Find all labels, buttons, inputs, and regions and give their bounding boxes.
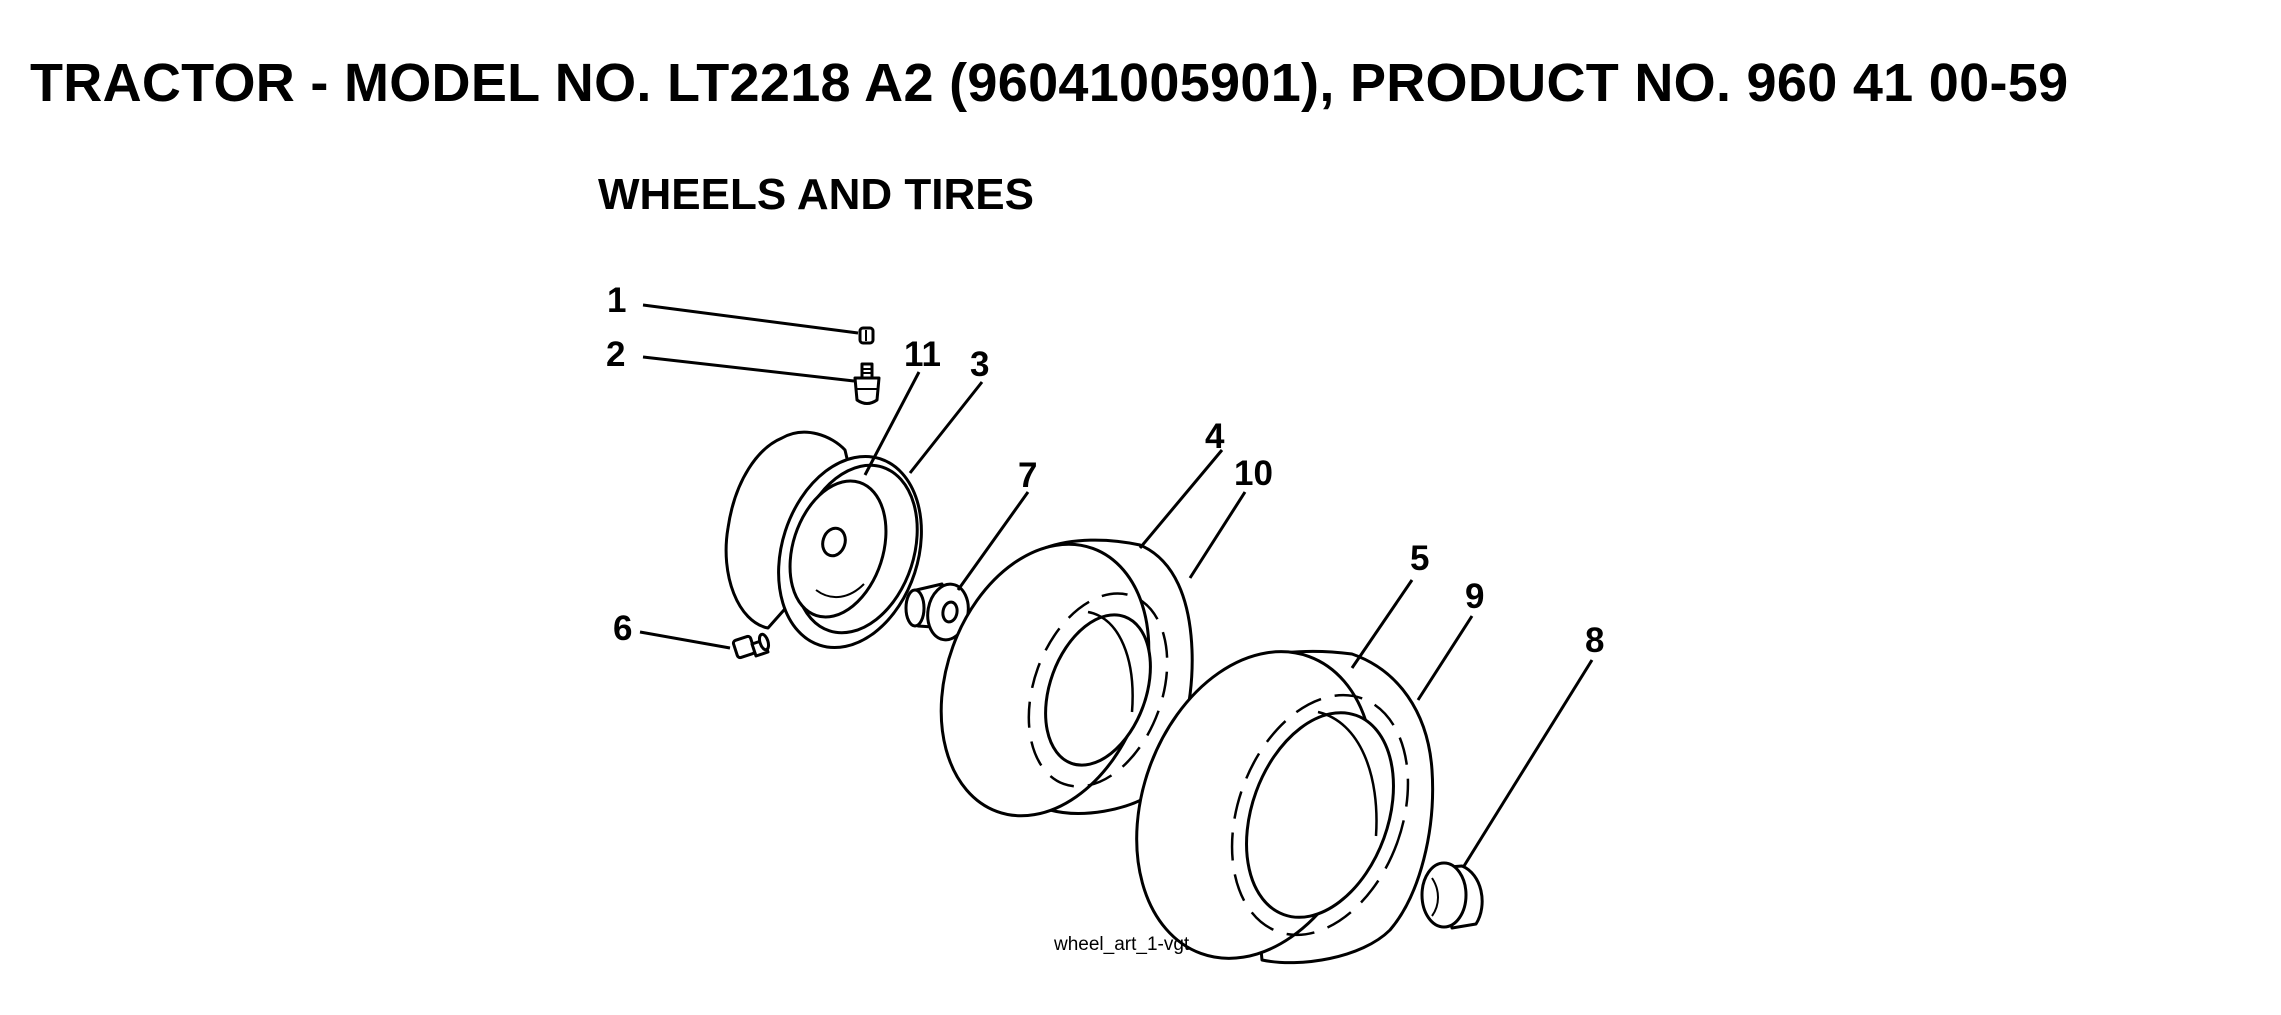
valve-stem-part — [853, 362, 881, 405]
wheel-rim-part — [724, 430, 923, 650]
hub-cap-part — [1420, 861, 1484, 930]
valve-cap-part — [858, 326, 875, 345]
callout-10: 10 — [1234, 454, 1273, 493]
bolt-part — [731, 632, 771, 660]
section-title: WHEELS AND TIRES — [598, 170, 1034, 219]
callout-6: 6 — [613, 609, 632, 648]
callout-labels: 1 2 11 3 7 4 10 5 9 8 6 — [606, 281, 1604, 660]
leader-lines — [639, 303, 1594, 867]
page-title: TRACTOR - MODEL NO. LT2218 A2 (960410059… — [30, 53, 2069, 113]
art-file-label: wheel_art_1-vgt — [1053, 934, 1190, 955]
callout-9: 9 — [1465, 577, 1484, 616]
callout-2: 2 — [606, 335, 625, 374]
callout-5: 5 — [1410, 539, 1429, 578]
callout-8: 8 — [1585, 621, 1604, 660]
tire-front-part — [1135, 649, 1435, 965]
callout-7: 7 — [1018, 456, 1037, 495]
callout-11: 11 — [904, 335, 941, 374]
callout-4: 4 — [1205, 417, 1225, 456]
tire-back-part — [939, 538, 1194, 818]
callout-1: 1 — [607, 281, 626, 320]
callout-3: 3 — [970, 345, 989, 384]
